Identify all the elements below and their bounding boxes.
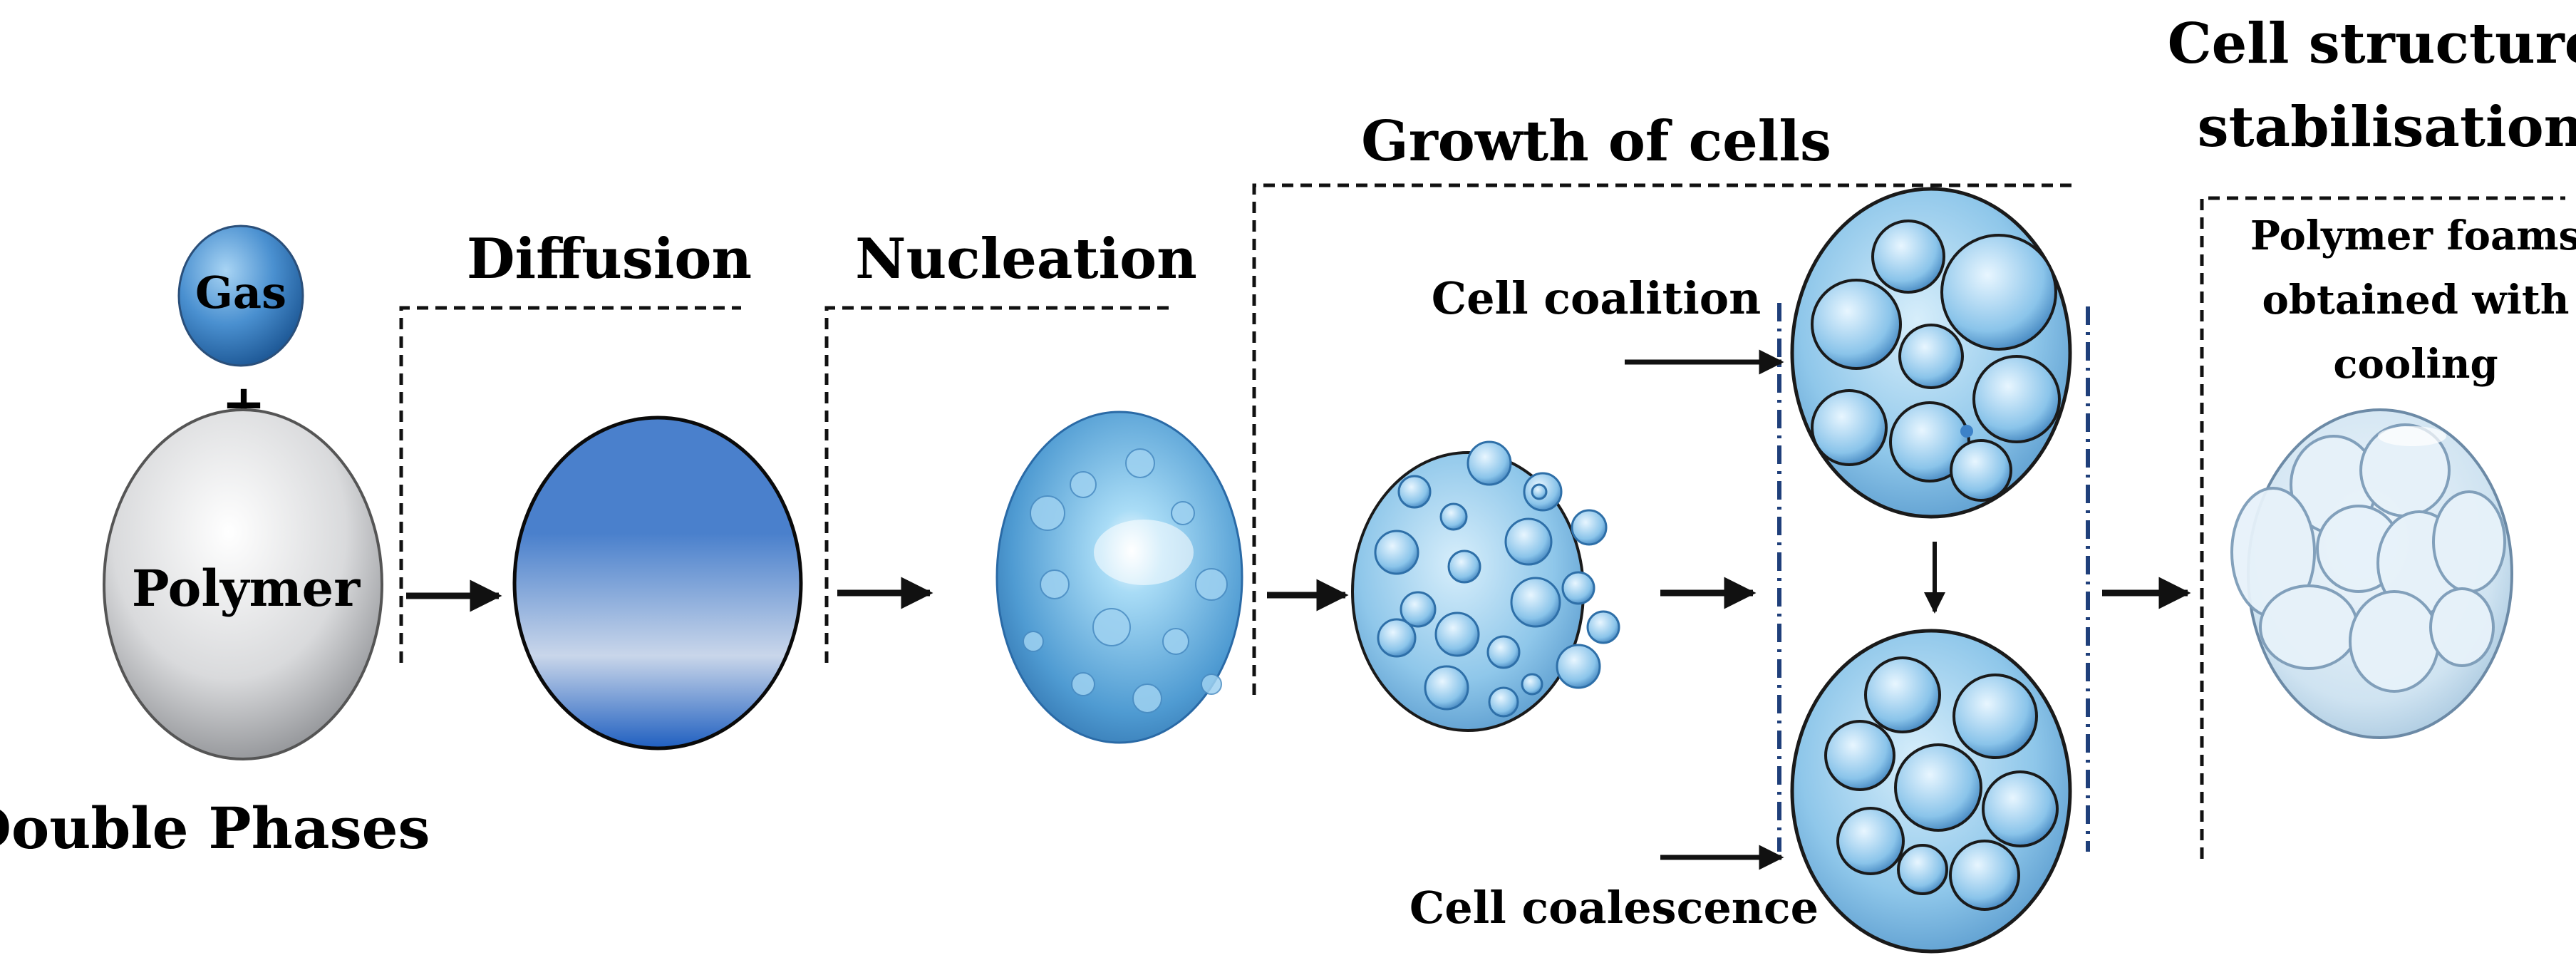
gas-sphere [177,225,304,367]
diffusion-bracket [399,306,741,663]
nucleation-bracket [824,306,1169,663]
foam-glare [2378,426,2446,446]
gas-label: Gas [195,267,286,319]
coalition-droplet [1960,425,1973,438]
foam-cells [2230,423,2506,693]
coalescence-label: Cell coalescence [1409,882,1819,934]
stabilisation-label-line1: Cell structure [2168,11,2576,76]
diffusion-disc [512,416,803,750]
coalition-label: Cell coalition [1432,272,1762,324]
coalescence-bubbles [1824,656,2059,911]
nucleation-bubbles [1023,448,1228,713]
growth-bubbles [1374,440,1620,718]
stabilisation-label-line2: stabilisation [2198,95,2576,160]
foams-label-line1: Polymer foams [2250,212,2576,259]
foams-label-line3: cooling [2333,341,2498,388]
nucleation-label: Nucleation [855,227,1197,291]
growth-label: Growth of cells [1361,109,1831,174]
double-phases-label: Double Phases [0,795,430,862]
growth-bracket [1252,183,2074,695]
polymer-sphere [103,408,383,760]
nucleation-glare [1094,520,1194,585]
coalition-bubbles [1811,220,2061,502]
diffusion-label: Diffusion [467,227,752,291]
foams-label-line2: obtained with [2262,277,2570,324]
polymer-label: Polymer [132,559,361,618]
